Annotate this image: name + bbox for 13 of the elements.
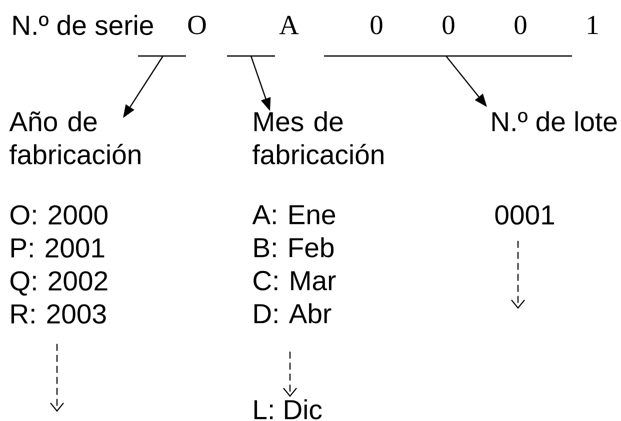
dashed-arrow xyxy=(511,240,525,309)
dashed-arrow xyxy=(50,344,64,412)
heading-text: Año de fabricación xyxy=(9,111,140,164)
code-list: A: Ene B: Feb C: Mar D: Abr xyxy=(252,205,336,324)
code-text: L: Dic xyxy=(254,399,322,420)
code-list: O: 2000 P: 2001 Q: 2002 R: 2003 xyxy=(10,205,108,324)
heading-text: N.º de lote xyxy=(492,111,617,132)
underlined-digits: 0 0 0 1 xyxy=(324,16,598,57)
serial-label: N.º de serie xyxy=(13,14,153,36)
code-text: 0001 xyxy=(495,205,554,225)
underlined-character: A xyxy=(227,16,299,57)
dashed-arrow xyxy=(283,352,297,397)
heading-text: Mes de fabricación xyxy=(252,111,384,164)
